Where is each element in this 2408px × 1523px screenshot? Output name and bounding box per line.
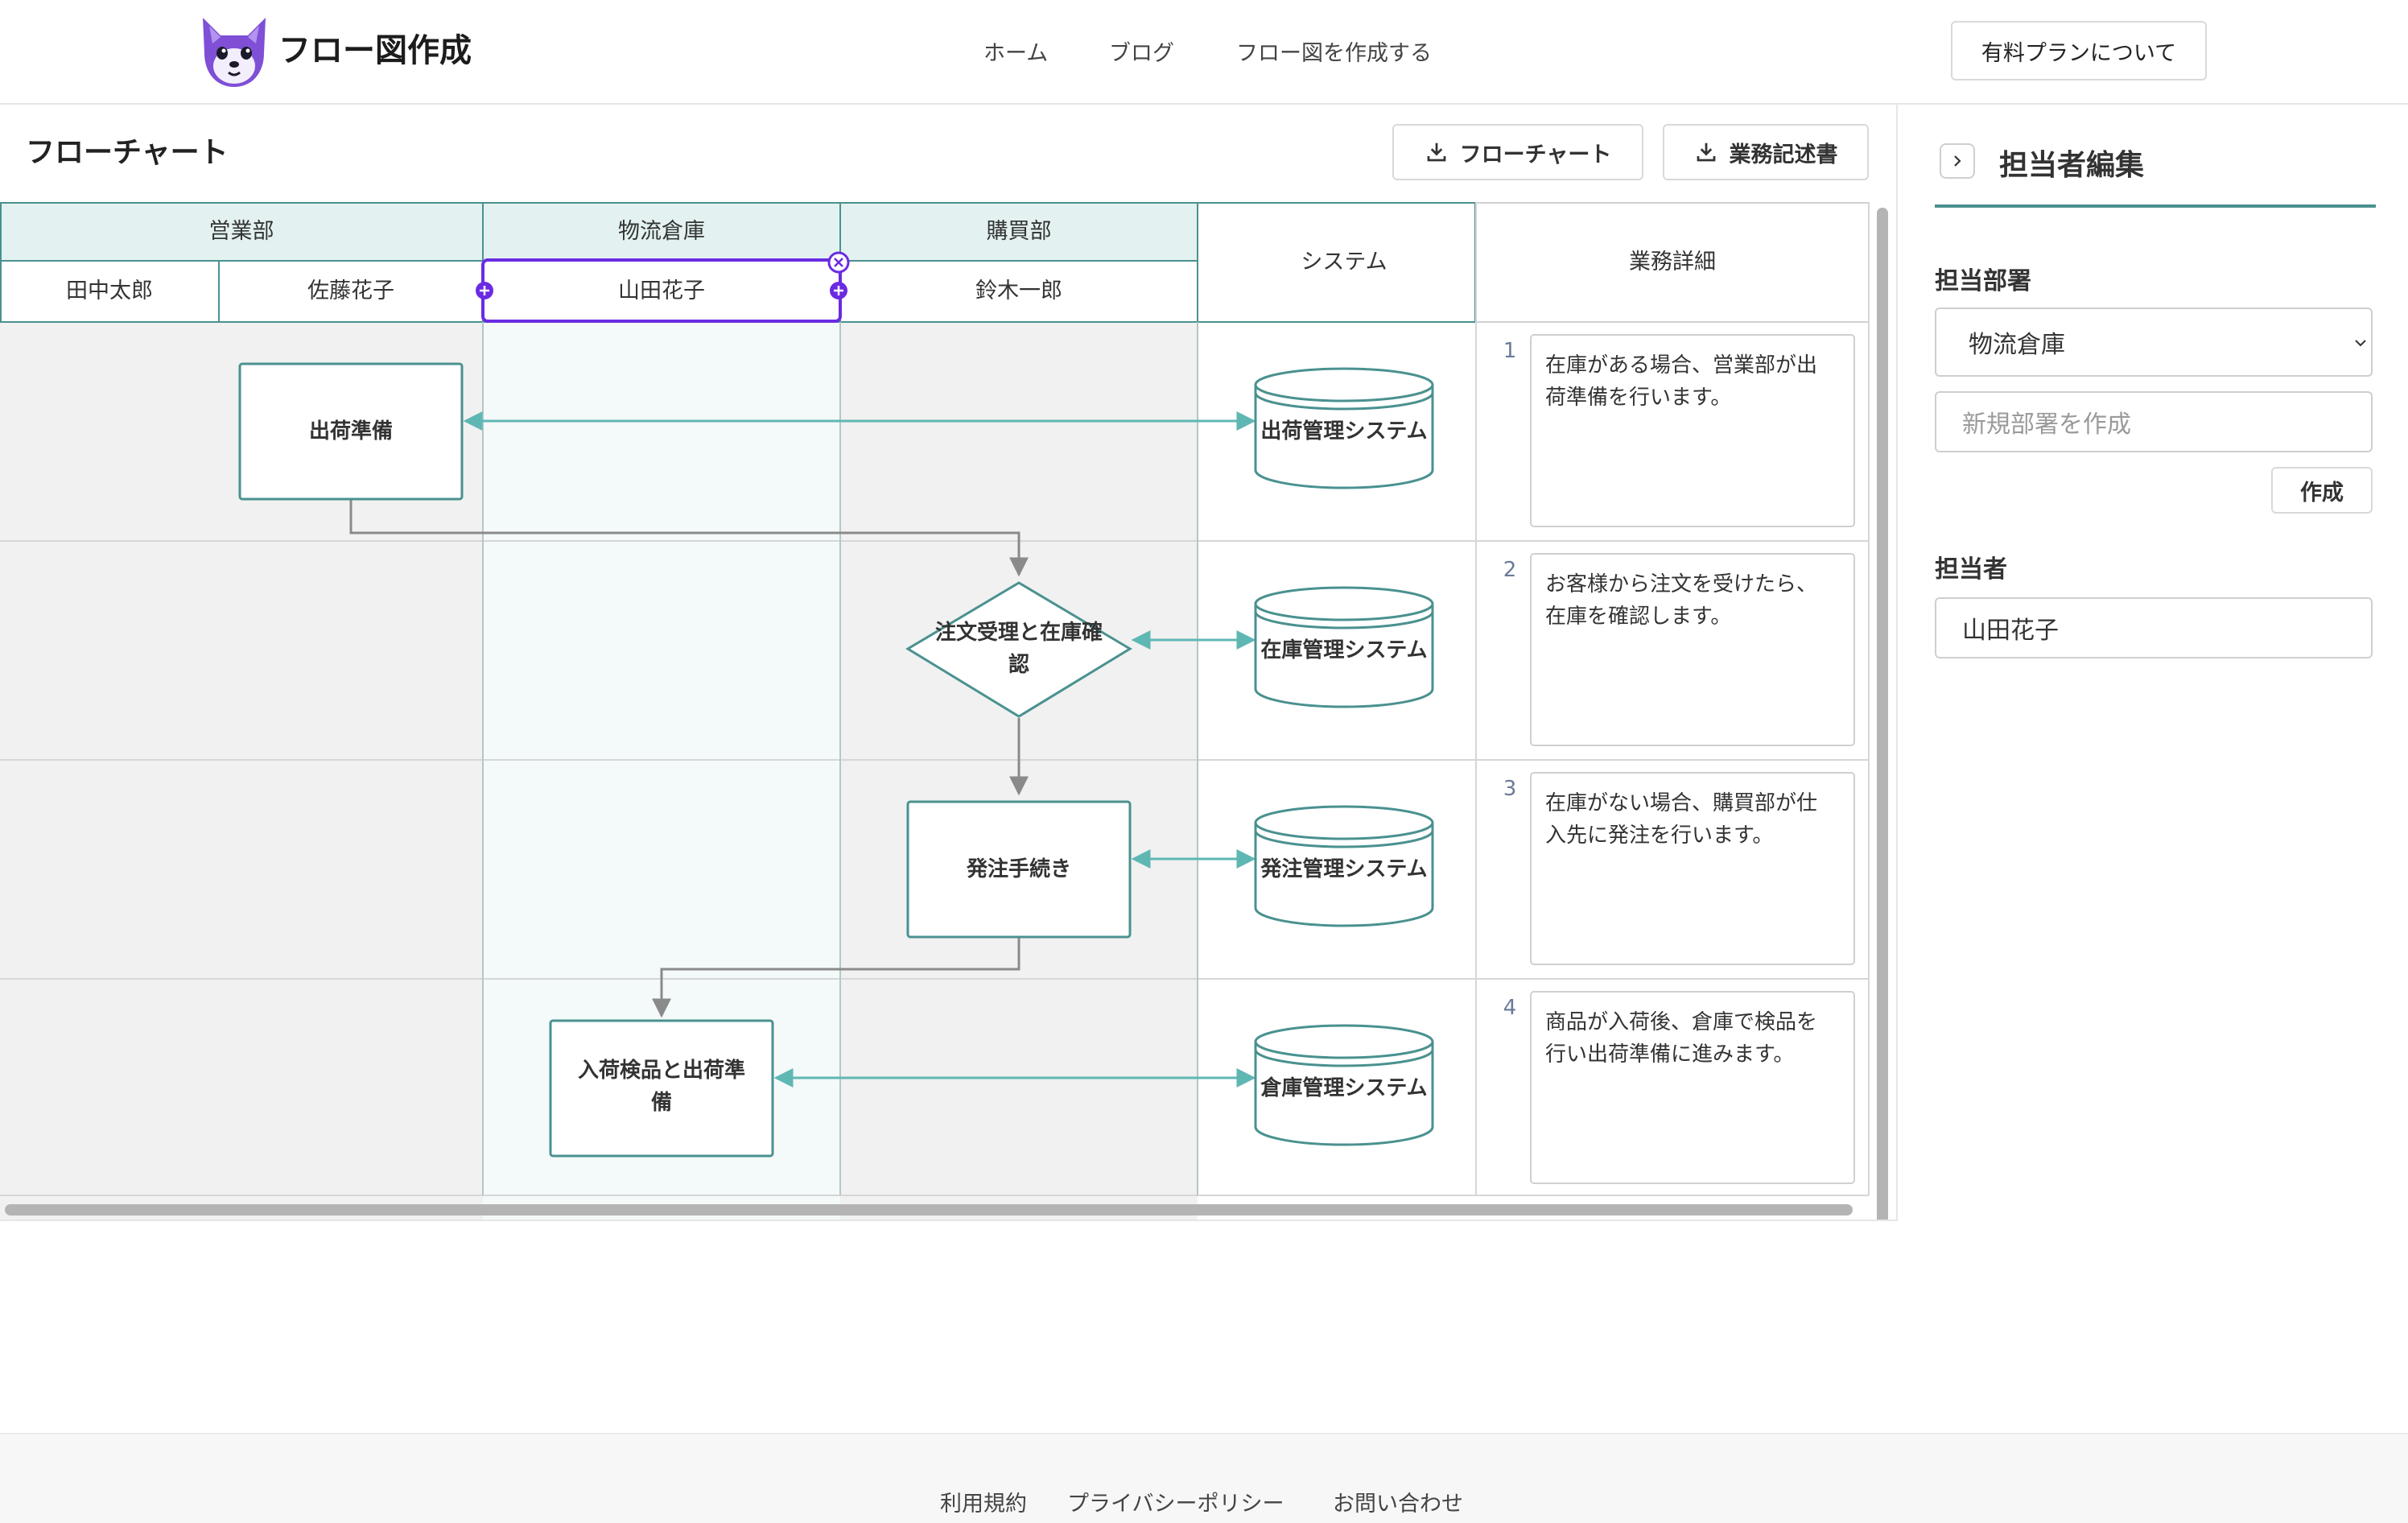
process-node-4[interactable] [549,1019,774,1158]
detail-3-line2: 入先に発注を行います。 [1545,823,1773,848]
department-logistics[interactable]: 物流倉庫 [618,219,705,244]
department-purchasing[interactable]: 購買部 [987,219,1052,244]
database-node-4-label: 倉庫管理システム [1260,1075,1427,1100]
decision-node-2-label-line1: 注文受理と在庫確 [935,620,1103,645]
download-spec-label: 業務記述書 [1729,142,1838,167]
details-header-label: 業務詳細 [1629,250,1716,274]
detail-1-line2: 荷準備を行います。 [1545,386,1731,410]
chevron-right-icon [1954,155,1961,167]
nav-home[interactable]: ホーム [983,41,1049,66]
app-name[interactable]: フロー図作成 [278,32,472,69]
download-spec-button[interactable]: 業務記述書 [1663,124,1869,180]
download-icon [1697,142,1715,162]
database-node-2[interactable] [1254,586,1434,708]
plan-button[interactable]: 有料プランについて [1951,21,2207,80]
detail-textarea-2[interactable] [1530,553,1855,746]
swimlane-chart: 営業部 物流倉庫 購買部 田中太郎 佐藤花子 山田花子 鈴木一郎 システム 業務… [0,202,1888,1220]
database-node-1[interactable] [1254,367,1434,489]
detail-2-line1: お客様から注文を受けたら、 [1545,572,1817,596]
download-icon [1427,142,1445,162]
footer-privacy-link[interactable]: プライバシーポリシー [1067,1492,1284,1517]
new-department-input[interactable]: 新規部署を作成 [1935,391,2373,452]
database-node-3[interactable] [1254,805,1434,927]
footer-terms-link[interactable]: 利用規約 [940,1492,1027,1517]
department-select[interactable]: 物流倉庫 [1935,307,2373,377]
footer: 利用規約 プライバシーポリシー お問い合わせ [0,1433,2408,1523]
row-number-4: 4 [1503,996,1517,1020]
row-number-3: 3 [1503,777,1517,801]
database-node-1-label: 出荷管理システム [1260,419,1427,444]
horizontal-scrollbar[interactable] [5,1204,1853,1216]
header: フロー図作成 ホーム ブログ フロー図を作成する 有料プランについて [0,0,2408,105]
detail-4-line1: 商品が入荷後、倉庫で検品を [1545,1010,1817,1034]
department-label: 担当部署 [1935,267,2031,295]
chevron-down-icon [2355,340,2366,347]
person-yamada[interactable]: 山田花子 [618,279,705,303]
page-title: フローチャート [26,136,229,169]
process-node-4-label-line2: 備 [651,1090,672,1115]
assignee-input[interactable]: 山田花子 [1935,597,2373,658]
logo-icon[interactable] [196,11,272,92]
download-flowchart-button[interactable]: フローチャート [1392,124,1643,180]
process-node-3[interactable] [906,800,1132,939]
flowchart-panel: フローチャート フローチャート 業務記述書 [0,105,1898,1221]
footer-contact-link[interactable]: お問い合わせ [1333,1492,1463,1517]
assignee-label: 担当者 [1935,555,2007,584]
vertical-scrollbar[interactable] [1877,208,1888,1220]
database-node-4[interactable] [1254,1024,1434,1146]
create-department-button[interactable]: 作成 [2271,467,2373,514]
detail-1-line1: 在庫がある場合、営業部が出 [1545,353,1817,378]
detail-3-line1: 在庫がない場合、購買部が仕 [1545,791,1817,815]
row-number-1: 1 [1503,339,1517,363]
detail-textarea-4[interactable] [1530,991,1855,1184]
process-node-1-label: 出荷準備 [309,419,393,444]
add-right-icon[interactable] [830,282,847,299]
row-number-2: 2 [1503,558,1517,582]
remove-person-icon[interactable] [827,251,850,274]
download-flowchart-label: フローチャート [1459,142,1612,167]
process-node-1[interactable] [238,362,464,501]
detail-2-line2: 在庫を確認します。 [1545,605,1731,629]
system-header [1198,203,1476,322]
process-node-4-label-line1: 入荷検品と出荷準 [578,1058,745,1083]
detail-4-line2: 行い出荷準備に進みます。 [1545,1042,1794,1067]
person-header-row [0,261,1198,322]
nav-create[interactable]: フロー図を作成する [1236,41,1432,66]
decision-node-2-label-line2: 認 [1008,652,1029,677]
system-header-label: システム [1301,250,1387,274]
panel-title-rule [1935,204,2376,208]
department-sales[interactable]: 営業部 [209,219,274,244]
person-suzuki[interactable]: 鈴木一郎 [975,279,1062,303]
add-left-icon[interactable] [476,282,493,299]
detail-textarea-1[interactable] [1530,334,1855,527]
panel-title: 担当者編集 [1999,149,2145,182]
nav-blog[interactable]: ブログ [1109,41,1174,66]
database-node-3-label: 発注管理システム [1260,856,1427,881]
details-header [1476,203,1870,322]
database-node-2-label: 在庫管理システム [1260,638,1427,662]
collapse-panel-button[interactable] [1940,143,1975,179]
person-sato[interactable]: 佐藤花子 [307,279,394,303]
decision-node-2[interactable] [905,581,1132,718]
department-header-row [0,203,1198,261]
detail-textarea-3[interactable] [1530,772,1855,965]
department-select-value: 物流倉庫 [1969,331,2065,359]
process-node-3-label: 発注手続き [966,856,1071,881]
person-tanaka[interactable]: 田中太郎 [66,279,153,303]
assignee-editor-panel: 担当者編集 担当部署 物流倉庫 新規部署を作成 作成 担当者 山田花子 [1898,105,2408,1220]
